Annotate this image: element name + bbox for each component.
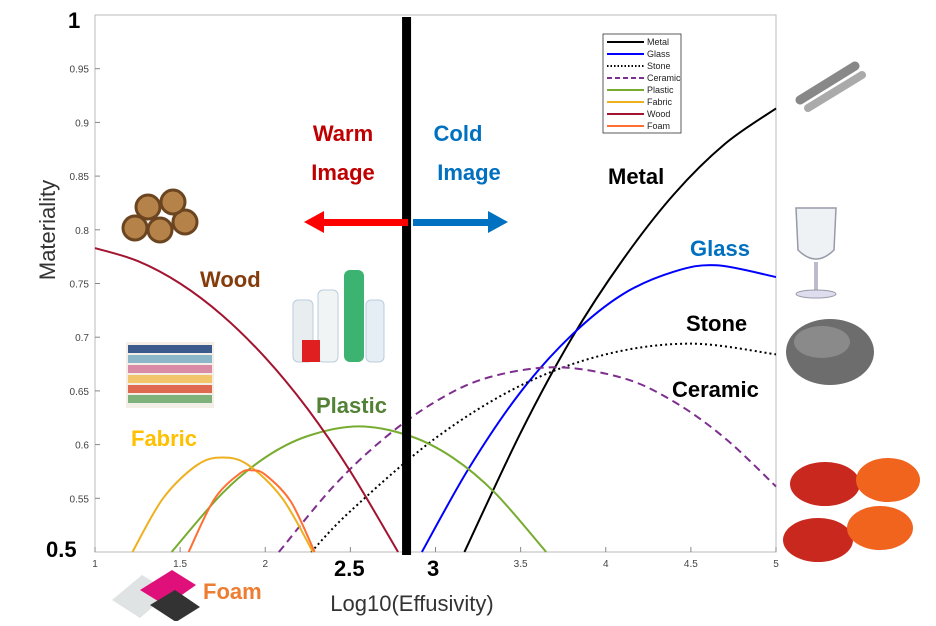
legend-label-fabric: Fabric: [647, 97, 673, 107]
y-axis-label: Materiality: [35, 180, 60, 280]
plastic-curve: [170, 425, 547, 553]
x-axis-label: Log10(Effusivity): [330, 591, 493, 616]
y-tick-label: 0.85: [70, 172, 90, 183]
fabric-stack-image: [126, 342, 214, 408]
fabric-curve: [131, 456, 314, 553]
y-tick-label: 0.55: [70, 494, 90, 505]
big-y-label-1: 1: [68, 8, 80, 33]
y-tick-label: 0.95: [70, 65, 90, 76]
y-tick-label: 0.65: [70, 387, 90, 398]
warm-label-1: Warm: [313, 121, 373, 146]
glass-curve: [421, 264, 777, 553]
ceramic-label: Ceramic: [672, 377, 759, 402]
wood-label: Wood: [200, 267, 261, 292]
y-tick-label: 0.75: [70, 280, 90, 291]
legend-label-ceramic: Ceramic: [647, 73, 681, 83]
x-tick-label: 1.5: [173, 559, 187, 570]
wood-logs-image: [121, 188, 199, 244]
x-tick-label: 5: [773, 559, 779, 570]
legend: MetalGlassStoneCeramicPlasticFabricWoodF…: [602, 33, 682, 134]
glass-label: Glass: [690, 236, 750, 261]
y-tick-label: 0.8: [75, 226, 89, 237]
warm-label-2: Image: [311, 160, 375, 185]
metal-pipes-image: [795, 61, 866, 112]
plastic-label: Plastic: [316, 393, 387, 418]
y-tick-label: 0.9: [75, 118, 89, 129]
warm-arrow: [304, 211, 408, 233]
x-tick-label: 2: [262, 559, 268, 570]
legend-label-glass: Glass: [647, 49, 671, 59]
wood-curve: [94, 247, 399, 553]
cold-label-1: Cold: [434, 121, 483, 146]
big-x-label-3: 3: [427, 556, 439, 581]
x-tick-label: 1: [92, 559, 98, 570]
x-tick-label: 4.5: [684, 559, 698, 570]
big-y-label-0.5: 0.5: [46, 537, 77, 562]
legend-label-metal: Metal: [647, 37, 669, 47]
foam-label: Foam: [203, 579, 262, 604]
plastic-bottles-image: [292, 270, 385, 363]
metal-curve: [463, 107, 777, 553]
wine-glass-image: [795, 207, 837, 299]
stone-label: Stone: [686, 311, 747, 336]
cold-arrow: [413, 211, 508, 233]
y-tick-label: 0.6: [75, 441, 89, 452]
ceramic-curve: [278, 366, 777, 553]
legend-label-stone: Stone: [647, 61, 671, 71]
x-tick-label: 4: [603, 559, 609, 570]
big-x-label-2.5: 2.5: [334, 556, 365, 581]
warm-cold-divider: [402, 17, 412, 555]
legend-label-wood: Wood: [647, 109, 670, 119]
fabric-label: Fabric: [131, 426, 197, 451]
foam-curve: [187, 469, 316, 553]
x-tick-label: 3.5: [514, 559, 528, 570]
cold-label-2: Image: [437, 160, 501, 185]
legend-label-foam: Foam: [647, 121, 670, 131]
stone-image: [786, 319, 874, 385]
ceramic-pots-image: [783, 458, 920, 562]
foam-sponges-image: [112, 570, 200, 622]
metal-label: Metal: [608, 164, 664, 189]
legend-label-plastic: Plastic: [647, 85, 674, 95]
stone-curve: [310, 342, 777, 553]
y-tick-label: 0.7: [75, 333, 89, 344]
